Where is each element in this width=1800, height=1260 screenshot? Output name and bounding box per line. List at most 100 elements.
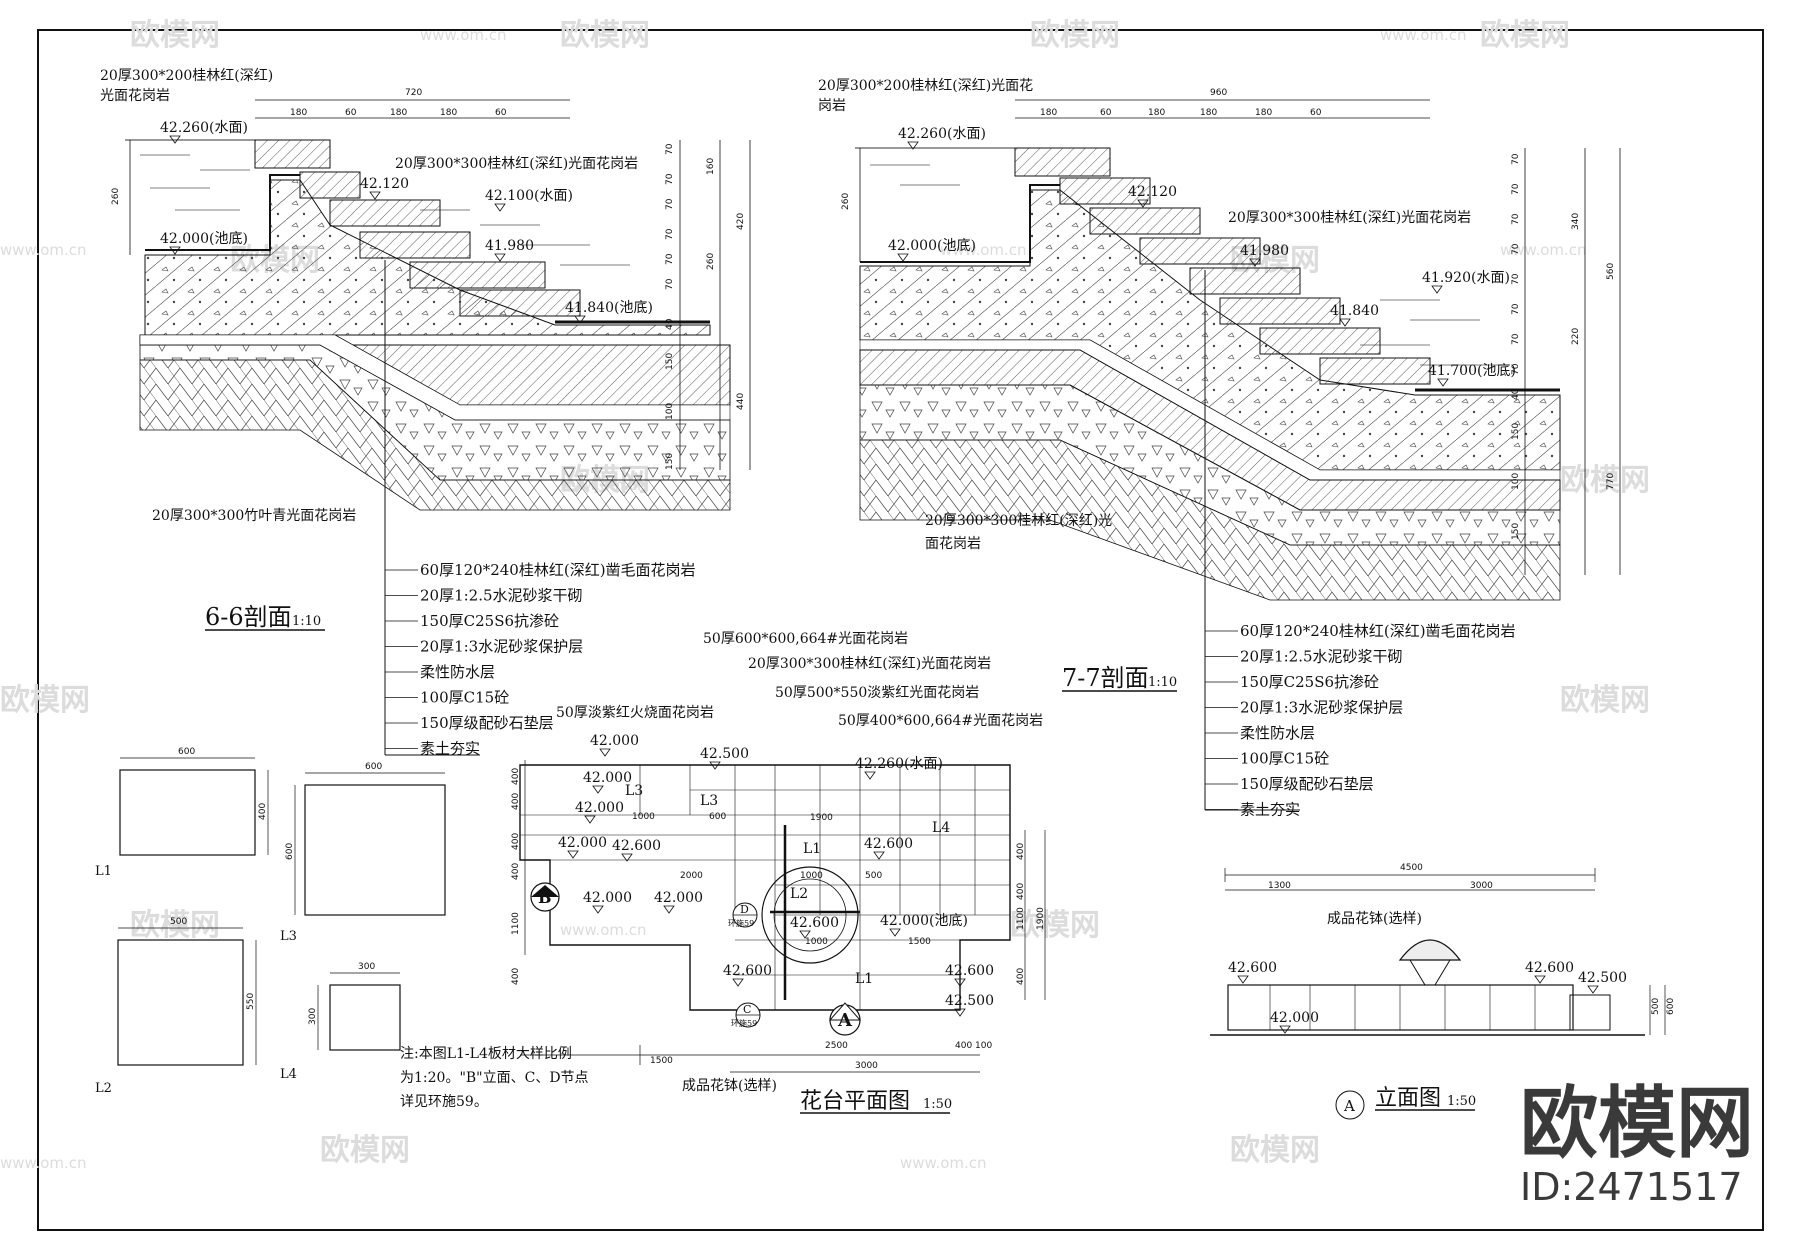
callout-b-letter: B: [538, 888, 552, 907]
section7-dim-right-a: 70: [1511, 273, 1521, 285]
level-marker-icon: [494, 203, 506, 212]
section7-bottom-note-2: 面花岗岩: [925, 536, 981, 552]
section6-dim-right-a: 40: [665, 318, 675, 330]
slab-L2-label: L2: [95, 1081, 112, 1096]
watermark-text: 欧模网: [130, 18, 220, 53]
plan-inner-dim: 1000: [800, 871, 823, 881]
section7-layer-label: 20厚1:2.5水泥砂浆干砌: [1240, 648, 1403, 666]
level-marker-icon: [567, 850, 579, 859]
plan-level: 42.000: [654, 890, 703, 906]
section6-top-note-2: 光面花岗岩: [100, 88, 170, 104]
plan-right-dim: 400: [1016, 843, 1026, 860]
section6-dim-right-a: 70: [665, 143, 675, 155]
level-marker-icon: [584, 815, 596, 824]
slab-L4-width: 300: [358, 962, 375, 972]
section7-dim-right-a: 70: [1511, 243, 1521, 255]
elevation-pot-bowl: [1398, 939, 1462, 961]
section6-dim-top: 60: [345, 108, 357, 118]
level-marker-icon: [709, 761, 721, 770]
section6-dim-right-b: 420: [736, 213, 746, 230]
watermark-url: www.om.cn: [560, 921, 647, 939]
plan-inner-dim: 1500: [908, 937, 931, 947]
plan-tag-L4: L4: [932, 820, 950, 836]
plan-level: 42.600: [864, 836, 913, 852]
section7-dim-right-a: 100: [1511, 473, 1521, 490]
level-marker-icon: [907, 141, 919, 150]
section7-dim-right-a: 70: [1511, 333, 1521, 345]
section6-dim-right-a: 70: [665, 253, 675, 265]
elevation-marker-letter: A: [1343, 1097, 1355, 1115]
level-marker-icon: [621, 853, 633, 862]
section7-dim-top: 60: [1100, 108, 1112, 118]
callout-c-ref: 环施59: [731, 1018, 757, 1028]
level-marker-icon: [1339, 318, 1351, 327]
section6-level-water-2: 42.100(水面): [485, 188, 573, 204]
soil-layer-7: [859, 439, 1561, 601]
plan-note-3: 50厚500*550淡紫红光面花岗岩: [775, 685, 979, 701]
plan-note-text-3: 详见环施59。: [400, 1094, 488, 1110]
elevation-scale: 1:50: [1447, 1094, 1476, 1109]
plan-level: 42.000: [558, 835, 607, 851]
section7-level-pool-bottom: 42.000(池底): [888, 238, 976, 254]
watermark-url: www.om.cn: [420, 26, 507, 44]
plan-tag-L1: L1: [855, 971, 873, 987]
level-marker-icon: [889, 928, 901, 937]
plan-level: 42.600: [790, 915, 839, 931]
slab-L3-height: 600: [285, 843, 295, 860]
section7-slope-note: 20厚300*300桂林红(深红)光面花岗岩: [1228, 210, 1471, 226]
section6-level-pool-bottom: 42.000(池底): [160, 231, 248, 247]
plan-scale: 1:50: [923, 1097, 952, 1112]
plan-note-1: 50厚600*600,664#光面花岗岩: [703, 631, 908, 647]
section6-scale: 1:10: [292, 614, 321, 629]
plan-grid: [520, 765, 1010, 1010]
section7-dim-top: 180: [1200, 108, 1217, 118]
stepped-stones-7: [1014, 147, 1431, 385]
elevation-dim-600: 600: [1666, 998, 1676, 1015]
section6-dim-right-a: 150: [665, 353, 675, 370]
plan-tag-L3: L3: [700, 793, 718, 809]
plan-level: 42.260(水面): [855, 756, 943, 772]
section6-layer-label: 柔性防水层: [420, 663, 495, 681]
section7-level-840: 41.840: [1330, 303, 1379, 319]
plan-right-dim: 1100: [1016, 907, 1026, 930]
plan-level: 42.000: [583, 890, 632, 906]
brand-id-text: ID:2471517: [1520, 1165, 1743, 1209]
section7-level-980: 41.980: [1240, 243, 1289, 259]
slab-L3: [304, 784, 446, 916]
elevation-planter: [1227, 984, 1574, 1031]
plan-inner-dim: 1000: [805, 937, 828, 947]
section6-dim-right-a: 70: [665, 278, 675, 290]
section7-layer-label: 150厚C25S6抗渗砼: [1240, 673, 1379, 691]
plan-level: 42.600: [612, 838, 661, 854]
section7-level-water: 42.260(水面): [898, 126, 986, 142]
level-marker-icon: [169, 135, 181, 144]
slab-L3-width: 600: [365, 762, 382, 772]
section7-level-920: 41.920(水面): [1422, 270, 1510, 286]
callout-d-ref: 环施59: [728, 918, 754, 928]
plan-inner-dim: 500: [865, 871, 882, 881]
plan-level: 42.500: [945, 993, 994, 1009]
level-marker-icon: [954, 978, 966, 987]
section7-layer-label: 20厚1:3水泥砂浆保护层: [1240, 699, 1403, 717]
slab-L4-height: 300: [308, 1008, 318, 1025]
plan-bottom-dim: 400: [955, 1041, 972, 1051]
plan-note-text-1: 注:本图L1-L4板材大样比例: [400, 1046, 572, 1062]
brand-logo-text: 欧模网: [1520, 1079, 1754, 1169]
elevation-view: [1210, 868, 1666, 1120]
watermark-url: www.om.cn: [900, 1154, 987, 1172]
section6-layer-label: 100厚C15砼: [420, 689, 509, 707]
level-marker-icon: [864, 771, 876, 780]
plan-note-2: 20厚300*300桂林红(深红)光面花岗岩: [748, 656, 991, 672]
watermark-text: 欧模网: [1030, 18, 1120, 53]
plan-left-dim: 400: [511, 968, 521, 985]
section7-bottom-note-1: 20厚300*300桂林红(深红)光: [925, 513, 1112, 529]
section6-layer-label: 20厚1:2.5水泥砂浆干砌: [420, 587, 583, 605]
level-marker-icon: [169, 246, 181, 255]
level-marker-icon: [1279, 1025, 1291, 1034]
plan-level: 42.500: [700, 746, 749, 762]
slab-L1-height: 400: [258, 803, 268, 820]
level-marker-icon: [592, 905, 604, 914]
watermark-text: 欧模网: [1230, 1133, 1320, 1168]
plan-view: [519, 760, 1046, 1073]
plan-pot-label: 成品花钵(选样): [682, 1078, 777, 1094]
